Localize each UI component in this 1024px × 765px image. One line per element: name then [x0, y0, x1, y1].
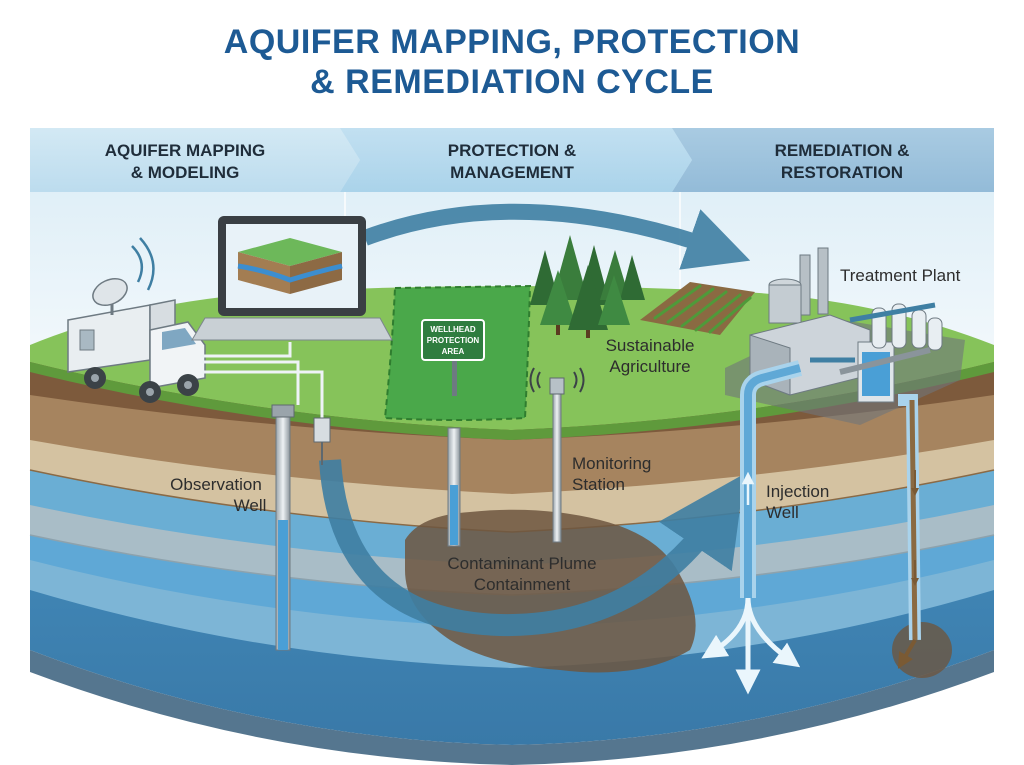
stage-2-label-line-1: PROTECTION & — [448, 141, 576, 160]
sustainable-agriculture-label-line-1: Sustainable — [606, 336, 695, 355]
monitoring-truck — [67, 237, 206, 403]
injection-well-label-line-2: Well — [766, 503, 799, 522]
observation-well-label-line-1: Observation — [170, 475, 262, 494]
crop-field — [640, 282, 755, 335]
sustainable-agriculture-label-line-2: Agriculture — [609, 357, 690, 376]
protection-zone-well — [447, 427, 461, 547]
monitoring-station-label-line-2: Station — [572, 475, 625, 494]
contaminant-plume-label-line-2: Containment — [474, 575, 571, 594]
title-line-1: AQUIFER MAPPING, PROTECTION — [223, 23, 801, 61]
wellhead-protection-sign: WELLHEAD PROTECTION AREA — [421, 319, 485, 396]
monitoring-station — [529, 367, 585, 543]
monitoring-station-label-line-1: Monitoring — [572, 454, 651, 473]
observation-well-label-line-2: Well — [234, 496, 267, 515]
diagram-title: AQUIFER MAPPING, PROTECTION & REMEDIATIO… — [0, 22, 1024, 102]
stage-header-protection — [340, 128, 692, 192]
stage-3-label-line-2: RESTORATION — [781, 163, 903, 182]
stage-3-label-line-1: REMEDIATION & — [775, 141, 910, 160]
mapping-to-remediation-arrow — [362, 203, 751, 270]
contaminant-plume-label-line-1: Contaminant Plume — [447, 554, 596, 573]
sign-line-2: PROTECTION — [427, 336, 480, 345]
containment-flow-arrow — [319, 459, 745, 637]
observation-well — [271, 404, 331, 651]
injection-well — [701, 360, 803, 695]
title-line-2: & REMEDIATION CYCLE — [310, 63, 714, 101]
diagram-labels: Observation Well Monitoring Station Cont… — [170, 266, 960, 594]
stage-1-label-line-2: & MODELING — [131, 163, 240, 182]
stage-header-remediation — [672, 128, 994, 192]
data-cables — [200, 342, 324, 420]
sign-line-3: AREA — [442, 347, 465, 356]
extraction-well — [892, 394, 952, 678]
stage-header-mapping — [30, 128, 360, 192]
laptop-model-display — [191, 216, 393, 341]
stage-headers: AQUIFER MAPPING & MODELING PROTECTION & … — [30, 128, 994, 290]
stage-2-label-line-2: MANAGEMENT — [450, 163, 574, 182]
injection-well-label-line-1: Injection — [766, 482, 829, 501]
forest — [530, 235, 645, 338]
sign-line-1: WELLHEAD — [430, 325, 476, 334]
stage-1-label-line-1: AQUIFER MAPPING — [105, 141, 266, 160]
treatment-plant-label: Treatment Plant — [840, 266, 961, 285]
